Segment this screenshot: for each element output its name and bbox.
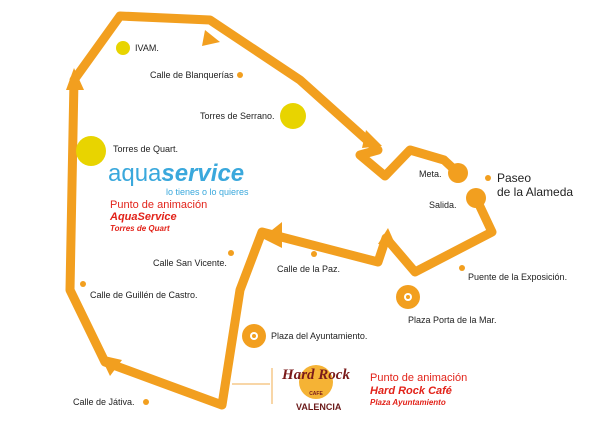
aquaservice-logo: aquaservice bbox=[108, 160, 245, 187]
label-quart: Torres de Quart. bbox=[113, 144, 179, 154]
label-salida: Salida. bbox=[429, 200, 457, 210]
label-blanquerias: Calle de Blanquerías bbox=[150, 70, 234, 80]
label-serrano: Torres de Serrano. bbox=[200, 111, 275, 121]
direction-arrows bbox=[66, 30, 396, 376]
arrow-icon bbox=[378, 228, 396, 246]
arrow-icon bbox=[202, 30, 220, 46]
aqua-event-name: AquaService bbox=[110, 211, 177, 223]
svg-text:Hard Rock: Hard Rock bbox=[281, 367, 350, 383]
label-paz: Calle de la Paz. bbox=[277, 264, 341, 274]
label-guillen: Calle de Guillén de Castro. bbox=[90, 290, 198, 300]
svg-text:CAFE: CAFE bbox=[309, 391, 323, 397]
porta-mar-marker[interactable] bbox=[396, 285, 420, 309]
hard-rock-city: VALENCIA bbox=[296, 402, 342, 412]
label-jativa: Calle de Játiva. bbox=[73, 397, 135, 407]
aqua-event-place: Torres de Quart bbox=[110, 224, 170, 233]
label-san-vicente: Calle San Vicente. bbox=[153, 258, 227, 268]
arrow-icon bbox=[262, 222, 282, 248]
ivam-marker[interactable] bbox=[116, 41, 130, 55]
arrow-icon bbox=[362, 130, 382, 148]
hardrock-event-name: Hard Rock Café bbox=[370, 385, 452, 397]
label-ayuntamiento: Plaza del Ayuntamiento. bbox=[271, 331, 368, 341]
arrow-icon bbox=[100, 355, 122, 376]
hard-rock-logo: Hard Rock CAFE bbox=[281, 365, 350, 399]
hardrock-event-place: Plaza Ayuntamiento bbox=[370, 398, 446, 407]
salida-marker[interactable] bbox=[466, 188, 486, 208]
hardrock-event-title: Punto de animación bbox=[370, 372, 468, 384]
aquaservice-tagline: lo tienes o lo quieres bbox=[166, 187, 249, 197]
aqua-event-title: Punto de animación bbox=[110, 199, 208, 211]
label-ivam: IVAM. bbox=[135, 43, 159, 53]
arrow-icon bbox=[66, 68, 84, 90]
meta-marker[interactable] bbox=[448, 163, 468, 183]
serrano-marker[interactable] bbox=[280, 103, 306, 129]
label-porta-mar: Plaza Porta de la Mar. bbox=[408, 315, 497, 325]
ayuntamiento-marker[interactable] bbox=[242, 324, 266, 348]
quart-marker[interactable] bbox=[76, 136, 106, 166]
label-exposicion: Puente de la Exposición. bbox=[468, 272, 568, 282]
label-meta: Meta. bbox=[419, 169, 442, 179]
